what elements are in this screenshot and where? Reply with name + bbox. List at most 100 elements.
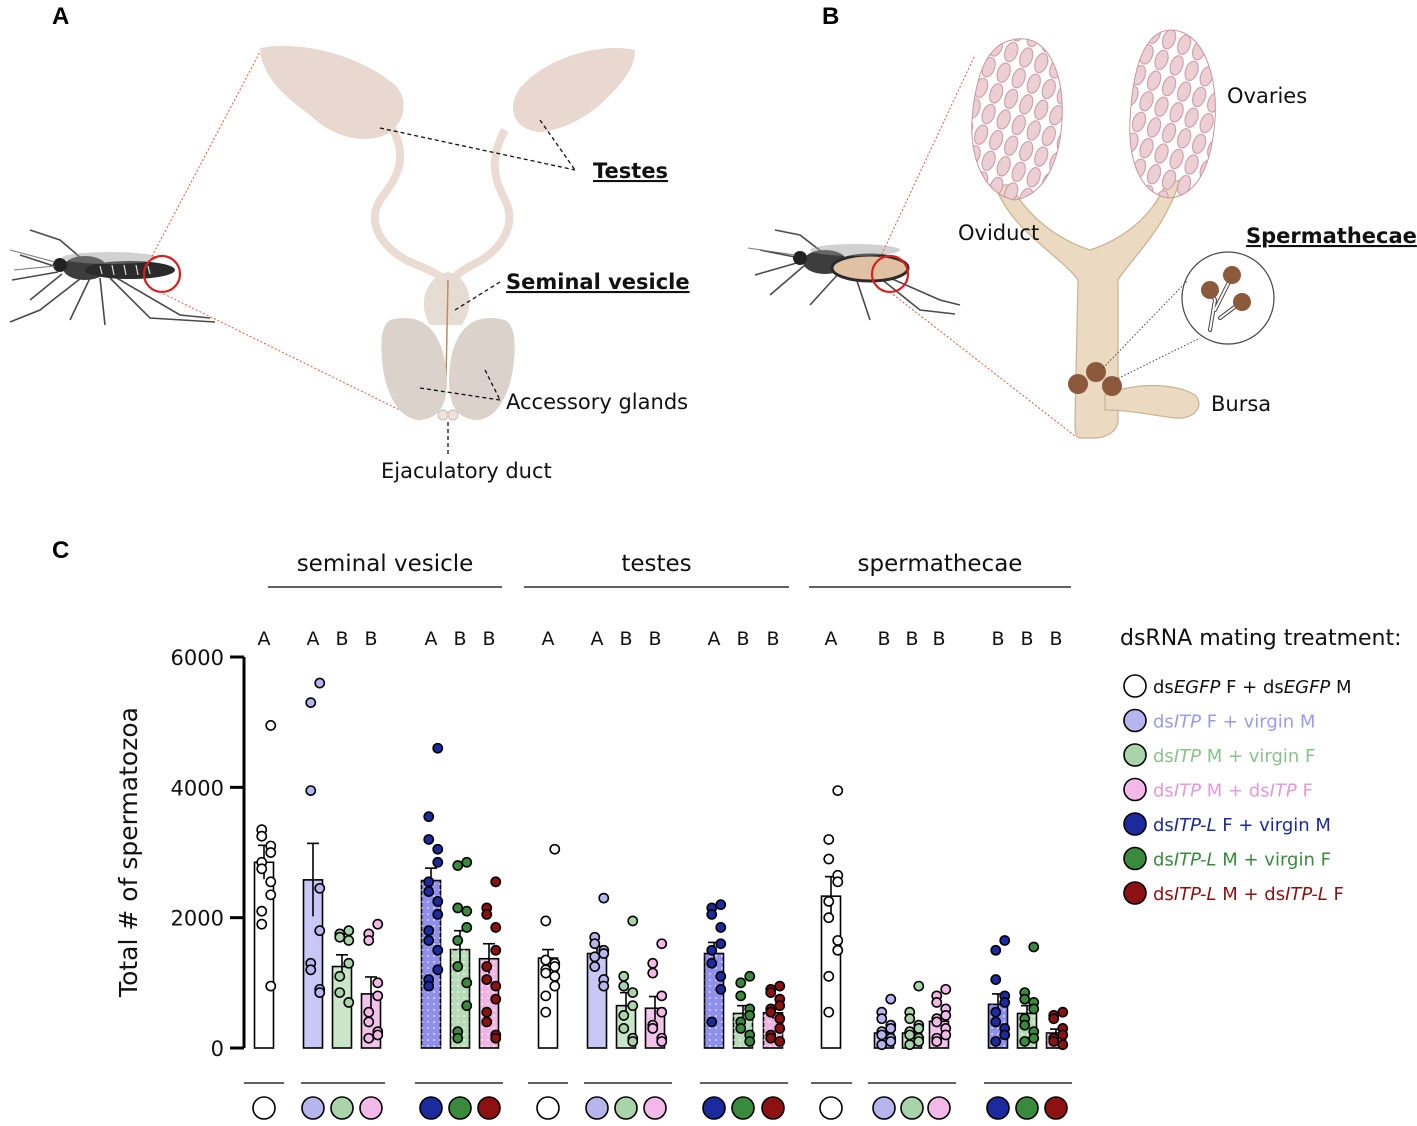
male-mosquito-illustration: [9, 229, 216, 326]
data-point: [931, 1016, 943, 1028]
key-circle-itp_f: [872, 1096, 896, 1120]
data-point: [265, 980, 277, 992]
significance-letter: B: [736, 628, 749, 650]
data-point: [343, 957, 355, 969]
female-mosquito-illustration: [747, 229, 961, 321]
key-circle-egfp: [819, 1096, 843, 1120]
bar-seminal-vesicle-itpl_mf: B: [478, 628, 502, 1049]
data-point: [618, 980, 630, 992]
key-circle-itp_f: [585, 1096, 609, 1120]
data-point: [452, 1032, 464, 1044]
key-circle-itpl_f: [986, 1096, 1010, 1120]
key-circle-itpl_f: [419, 1096, 443, 1120]
data-point: [343, 996, 355, 1008]
bar-spermathecae-egfp: A: [820, 628, 844, 1049]
significance-letter: A: [307, 628, 320, 650]
bar-spermathecae-itpl_f: B: [987, 628, 1011, 1049]
data-point: [481, 961, 493, 972]
data-point: [461, 977, 473, 989]
legend-item: dsITP F + virgin M: [1123, 708, 1315, 733]
data-point: [931, 1036, 943, 1047]
bar-seminal-vesicle-itp_f: A: [302, 628, 326, 1049]
significance-letter: B: [482, 628, 495, 650]
zoom-circle: [142, 254, 182, 294]
data-point: [452, 935, 464, 946]
bar-testes-itpl_mf: B: [762, 628, 786, 1049]
data-point: [452, 961, 464, 972]
data-point: [481, 1006, 493, 1018]
data-point: [1057, 1029, 1069, 1041]
data-point: [363, 1032, 375, 1044]
legend-label: dsITP M + virgin F: [1153, 746, 1315, 767]
data-point: [774, 980, 786, 992]
bar-testes-itpl_f: A: [703, 628, 727, 1049]
bar-spermathecae-itpl_m: B: [1016, 628, 1040, 1049]
data-point: [774, 1023, 786, 1034]
data-point: [774, 1013, 786, 1025]
data-point: [706, 957, 718, 969]
data-point: [461, 922, 473, 933]
data-point: [904, 1029, 916, 1041]
data-point: [885, 993, 897, 1005]
significance-letter: B: [1049, 628, 1062, 650]
data-point: [540, 967, 552, 979]
data-point: [423, 980, 435, 992]
data-point: [931, 996, 943, 1008]
data-point: [885, 1023, 897, 1034]
significance-letter: B: [932, 628, 945, 650]
data-point: [314, 882, 326, 894]
key-circle-itp_mf: [927, 1096, 951, 1120]
legend-swatch: [1123, 846, 1147, 871]
data-point: [598, 948, 610, 959]
data-point: [432, 843, 444, 855]
data-point: [598, 892, 610, 904]
bar-seminal-vesicle-itp_mf: B: [360, 628, 384, 1049]
legend-label: dsITP M + dsITP F: [1153, 781, 1313, 802]
data-point: [904, 1039, 916, 1051]
data-point: [372, 1029, 384, 1041]
bar-testes-egfp: A: [537, 628, 561, 1049]
data-point: [372, 918, 384, 930]
data-point: [1019, 1036, 1031, 1047]
data-point: [432, 742, 444, 754]
data-point: [832, 876, 844, 888]
data-point: [372, 977, 384, 989]
significance-letter: B: [905, 628, 918, 650]
data-point: [990, 1006, 1002, 1018]
data-point: [314, 677, 326, 689]
data-point: [990, 1036, 1002, 1047]
data-point: [823, 1006, 835, 1018]
data-point: [876, 1013, 888, 1025]
data-point: [765, 1006, 777, 1018]
data-point: [627, 1000, 639, 1012]
key-circle-itp_mf: [643, 1096, 667, 1120]
data-point: [432, 856, 444, 868]
data-point: [256, 905, 268, 917]
key-circle-itp_mf: [359, 1096, 383, 1120]
data-point: [540, 990, 552, 1002]
significance-letter: B: [619, 628, 632, 650]
zoom-line-top-b: [879, 54, 976, 259]
data-point: [706, 1016, 718, 1028]
data-point: [715, 938, 727, 950]
data-point: [706, 944, 718, 956]
data-point: [823, 895, 835, 907]
legend-label: dsITP-L F + virgin M: [1153, 815, 1331, 836]
data-point: [549, 961, 561, 972]
data-point: [823, 912, 835, 924]
data-point: [823, 834, 835, 845]
legend-label: dsITP F + virgin M: [1153, 712, 1315, 733]
data-point: [715, 922, 727, 933]
data-point: [715, 899, 727, 911]
significance-letter: A: [258, 628, 271, 650]
data-point: [1048, 1013, 1060, 1025]
data-point: [715, 983, 727, 995]
bar-spermathecae-itp_mf: B: [928, 628, 952, 1049]
data-point: [735, 1023, 747, 1034]
data-point: [314, 987, 326, 999]
data-point: [343, 925, 355, 937]
data-point: [598, 980, 610, 992]
legend-label: dsITP-L M + dsITP-L F: [1153, 884, 1344, 905]
